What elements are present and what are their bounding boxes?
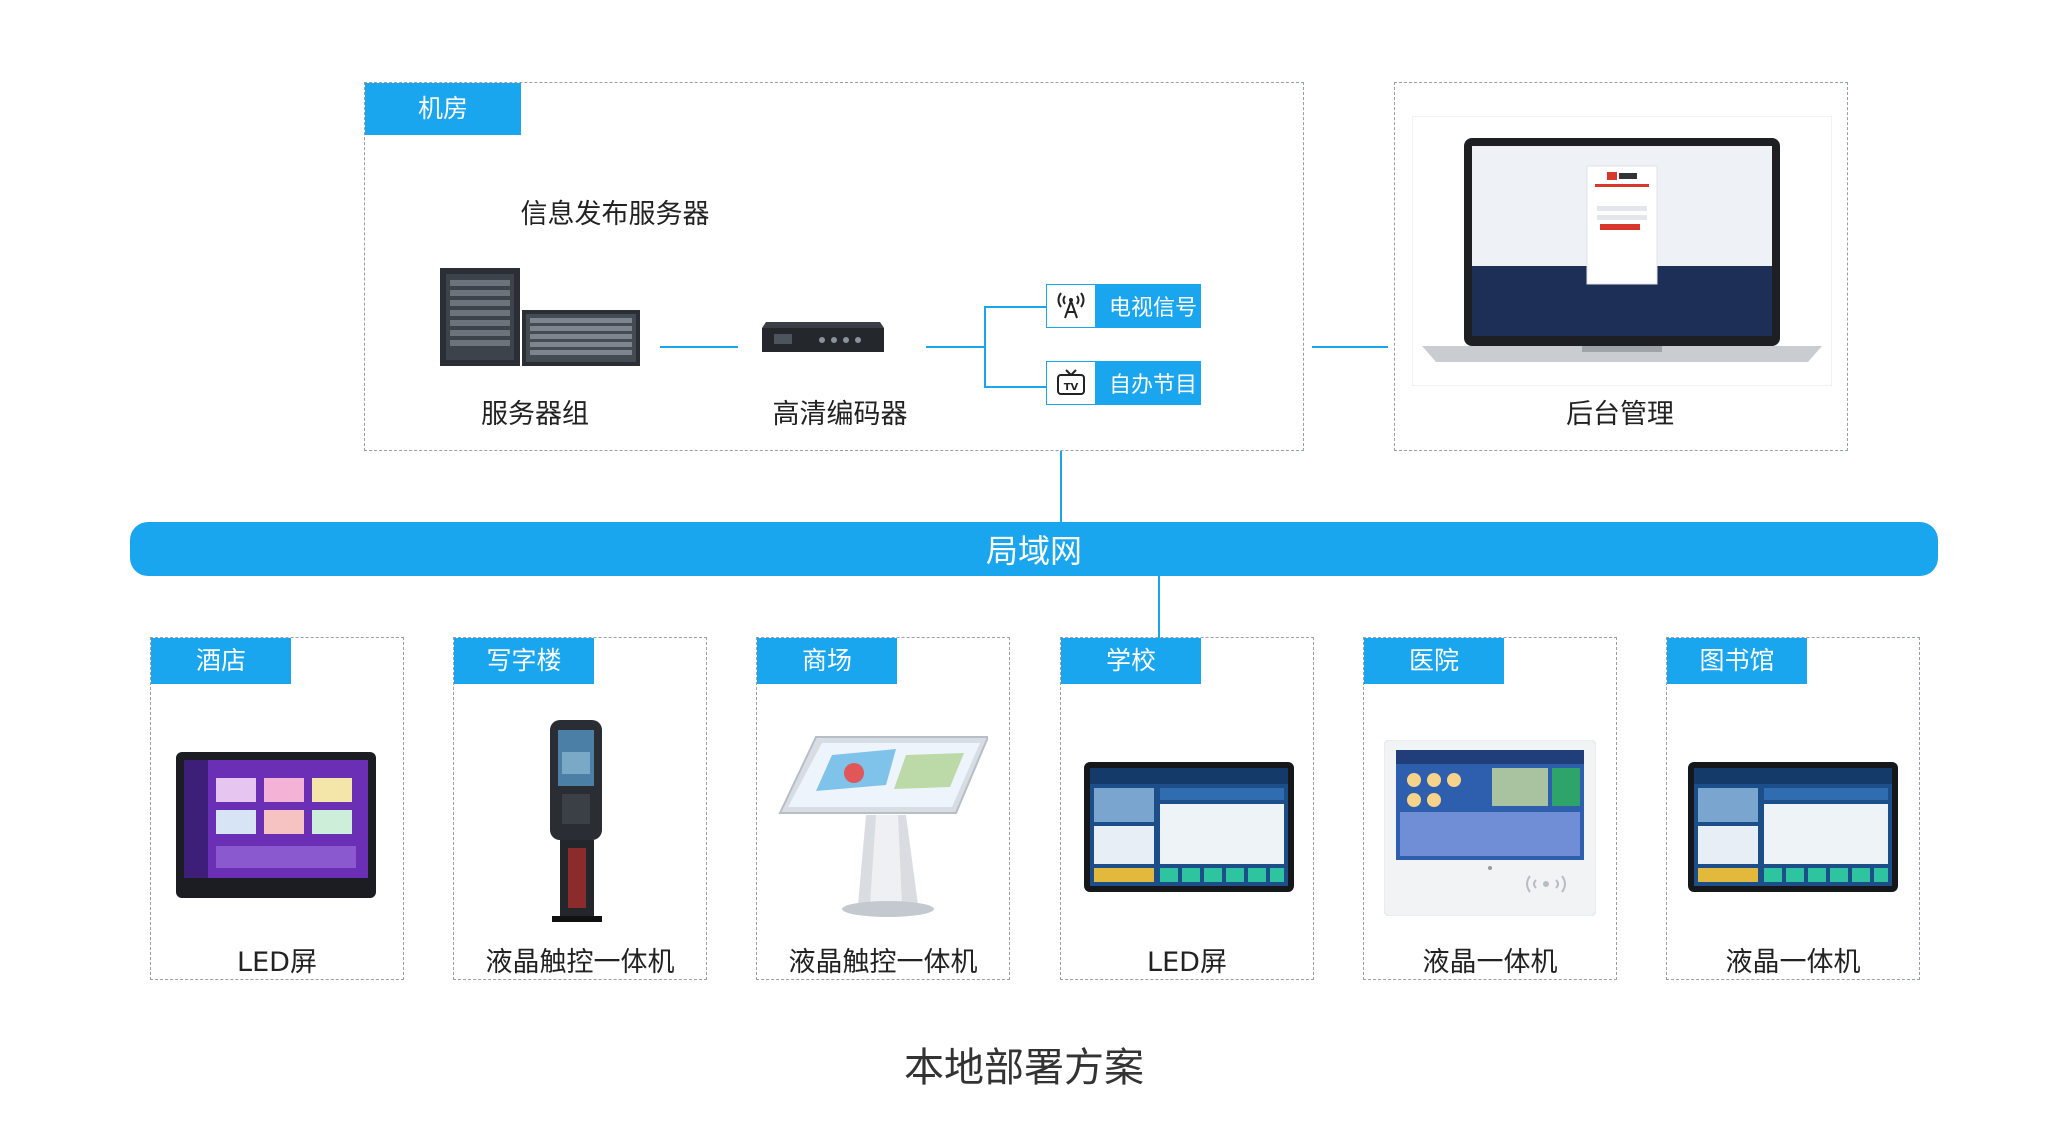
terminal-label-school: LED屏 — [1060, 940, 1314, 979]
server-room-heading: 信息发布服务器 — [500, 192, 730, 231]
server-room-tag: 机房 — [365, 83, 521, 135]
terminal-tag-school: 学校 — [1061, 638, 1201, 684]
antenna-icon — [1047, 285, 1095, 327]
connector-line — [660, 346, 738, 348]
page-title: 本地部署方案 — [0, 1035, 2048, 1093]
connector-line — [1060, 451, 1062, 522]
own-program-label: 自办节目 — [1109, 362, 1197, 404]
terminal-tag-hotel: 酒店 — [151, 638, 291, 684]
tablet-screen-image — [176, 752, 376, 898]
terminal-label-hotel: LED屏 — [150, 940, 404, 979]
backend-label: 后台管理 — [1540, 392, 1700, 431]
terminal-label-mall: 液晶触控一体机 — [756, 940, 1010, 979]
lan-label: 局域网 — [986, 526, 1082, 572]
terminal-label-hospital: 液晶一体机 — [1363, 940, 1617, 979]
server-group-label: 服务器组 — [450, 392, 620, 431]
class-board-image — [1084, 762, 1294, 892]
tv-signal-label: 电视信号 — [1109, 285, 1197, 327]
tv-signal-box: 电视信号 — [1046, 284, 1201, 328]
horizontal-kiosk-image — [776, 735, 988, 920]
terminal-tag-library: 图书馆 — [1667, 638, 1807, 684]
hd-encoder-image — [760, 318, 886, 362]
svg-text:TV: TV — [1064, 382, 1079, 393]
own-program-box: TV 自办节目 — [1046, 361, 1201, 405]
connector-line — [926, 346, 984, 348]
terminal-tag-hospital: 医院 — [1364, 638, 1504, 684]
terminal-tag-mall: 商场 — [757, 638, 897, 684]
terminal-label-library: 液晶一体机 — [1666, 940, 1920, 979]
class-board-image — [1688, 762, 1898, 892]
connector-line — [1312, 346, 1388, 348]
wall-terminal-image — [1384, 740, 1596, 916]
server-group-image — [432, 262, 642, 372]
tv-icon: TV — [1047, 362, 1095, 404]
terminal-label-office: 液晶触控一体机 — [453, 940, 707, 979]
connector-line — [1158, 576, 1160, 638]
vertical-kiosk-image — [540, 718, 620, 924]
terminal-tag-office: 写字楼 — [454, 638, 594, 684]
connector-line — [984, 306, 986, 388]
connector-line — [984, 306, 1046, 308]
connector-line — [984, 386, 1046, 388]
laptop-image — [1412, 116, 1832, 386]
encoder-label: 高清编码器 — [750, 392, 930, 431]
lan-bar: 局域网 — [130, 522, 1938, 576]
